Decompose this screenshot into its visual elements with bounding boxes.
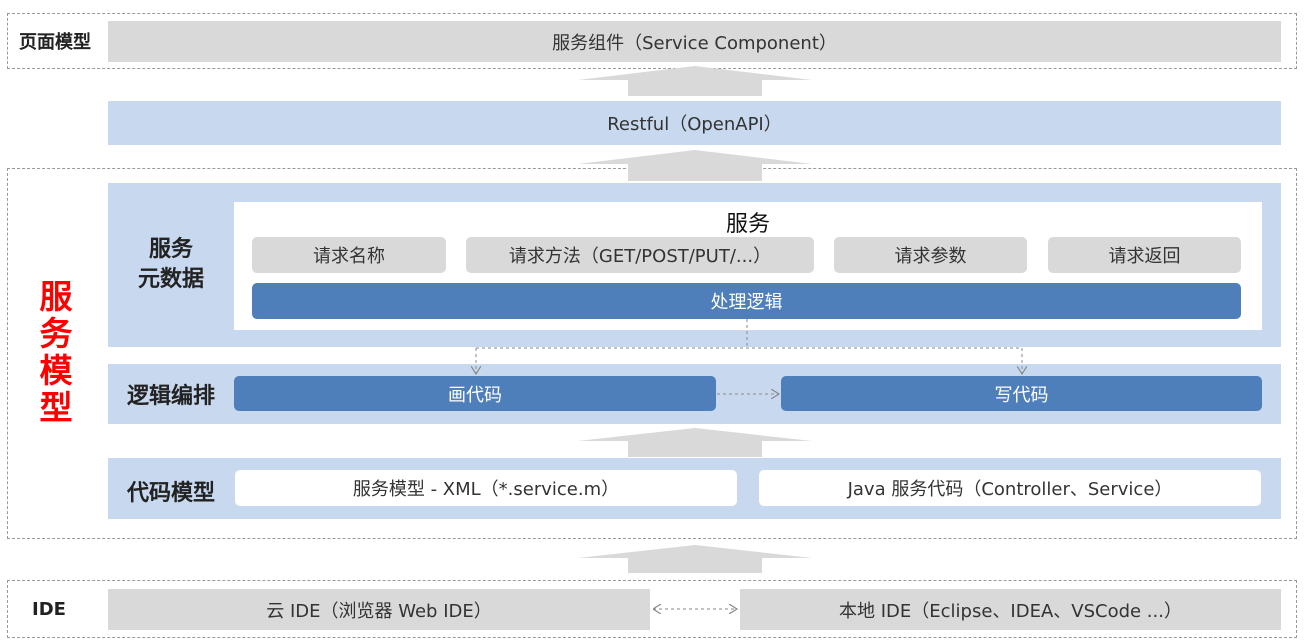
service-model-label: 服 务 模 型 <box>20 272 92 432</box>
metadata-label-line1: 服务 <box>148 237 193 262</box>
page-model-section <box>7 13 1297 69</box>
up-arrow-2 <box>578 150 812 181</box>
request-method-chip: 请求方法（GET/POST/PUT/...） <box>466 237 814 273</box>
processing-logic-bar: 处理逻辑 <box>252 283 1241 319</box>
metadata-label-line2: 元数据 <box>137 267 204 292</box>
service-model-char-4: 型 <box>39 388 73 427</box>
up-arrow-1 <box>578 66 812 96</box>
logic-label: 逻辑编排 <box>126 384 215 409</box>
request-return-chip: 请求返回 <box>1048 237 1241 273</box>
processing-connector <box>476 319 1022 349</box>
up-arrow-3 <box>578 428 812 457</box>
restful-box: Restful（OpenAPI） <box>108 101 1281 145</box>
xml-model-box: 服务模型 - XML（*.service.m） <box>235 470 737 506</box>
metadata-label: 服务 元数据 <box>112 232 230 298</box>
service-model-char-1: 服 <box>39 277 73 316</box>
cloud-ide-box: 云 IDE（浏览器 Web IDE） <box>108 589 650 630</box>
draw-code-bar: 画代码 <box>234 376 716 411</box>
ide-label: IDE <box>32 598 66 620</box>
service-model-char-2: 务 <box>39 314 73 353</box>
local-ide-box: 本地 IDE（Eclipse、IDEA、VSCode ...） <box>740 589 1281 630</box>
request-name-chip: 请求名称 <box>252 237 446 273</box>
write-code-bar: 写代码 <box>781 376 1262 411</box>
ide-section <box>7 580 1297 638</box>
service-box-title: 服务 <box>725 212 770 237</box>
up-arrow-4 <box>578 545 812 573</box>
request-params-chip: 请求参数 <box>834 237 1027 273</box>
code-model-label: 代码模型 <box>126 481 215 506</box>
page-model-label: 页面模型 <box>19 32 91 53</box>
service-model-char-3: 模 <box>39 351 73 390</box>
java-code-box: Java 服务代码（Controller、Service） <box>759 470 1261 506</box>
service-component-box: 服务组件（Service Component） <box>108 21 1281 62</box>
